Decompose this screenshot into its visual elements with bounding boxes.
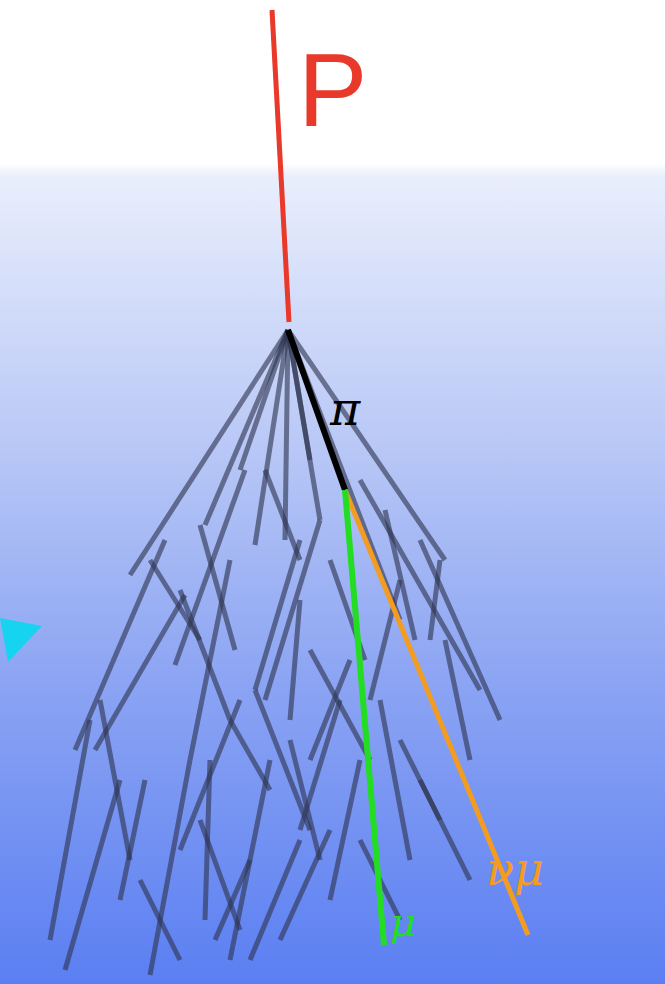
muon-label: μ <box>390 902 416 942</box>
neutrino-label: νμ <box>486 846 544 892</box>
proton-label: P <box>298 38 367 142</box>
proton-track <box>272 10 289 322</box>
cyan-arrow-tip <box>0 618 42 662</box>
muon-track <box>345 490 384 945</box>
shower-branches <box>50 330 500 975</box>
pion-label: π <box>330 386 360 432</box>
